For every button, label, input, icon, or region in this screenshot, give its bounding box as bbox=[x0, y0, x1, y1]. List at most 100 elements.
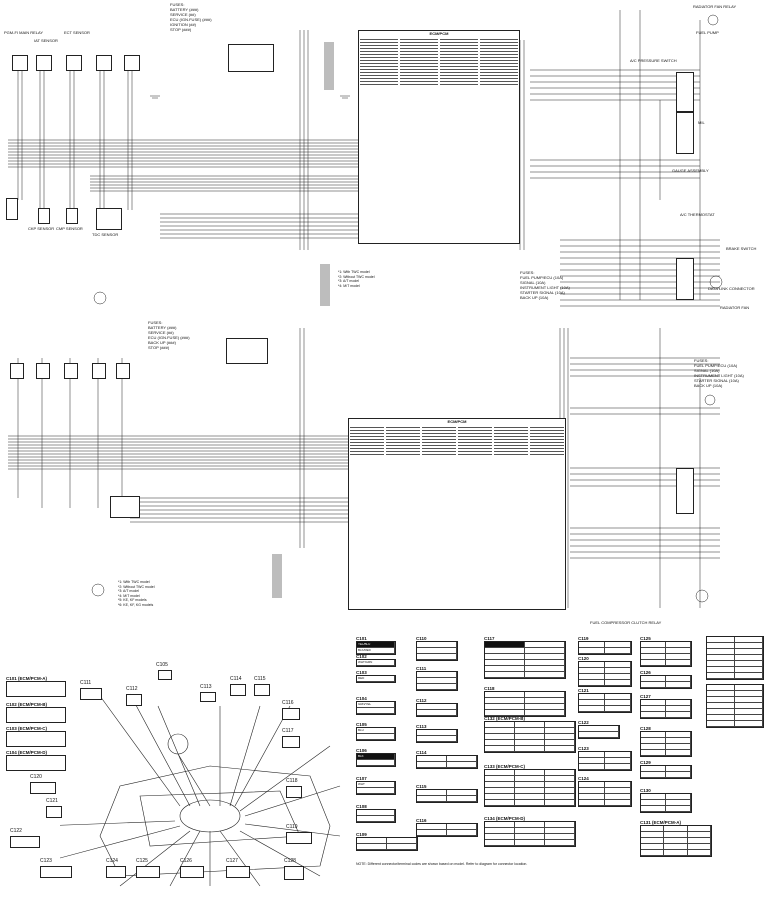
wire-code: BLK/RED bbox=[357, 648, 395, 653]
ecm-label: ECM/PCM bbox=[429, 31, 449, 36]
right-label: BRAKE SWITCH bbox=[726, 246, 757, 251]
locator-label: C105 bbox=[156, 662, 168, 668]
gray-block bbox=[324, 42, 334, 90]
fuse-item: STARTER SIGNAL (10A) bbox=[520, 290, 565, 295]
locator-connector bbox=[286, 832, 312, 844]
table-title: C101 bbox=[356, 636, 367, 641]
connector-table: C108 bbox=[356, 804, 396, 823]
sensor-label: PGM-FI MAIN RELAY bbox=[4, 30, 44, 35]
connector-table: C101 YEL/BLU BLK/RED bbox=[356, 636, 396, 655]
connector-table: C106 BLK bbox=[356, 748, 396, 767]
note: *4: M/T model bbox=[338, 283, 360, 288]
ecm-pins bbox=[349, 424, 565, 456]
fuse-item: SIGNAL (10A) bbox=[694, 368, 720, 373]
table-title: C121 bbox=[578, 688, 589, 693]
table-title: C115 bbox=[416, 784, 427, 789]
sensor-box bbox=[36, 363, 50, 379]
connector-table: C107 WHT bbox=[356, 776, 396, 795]
locator-connector bbox=[254, 684, 270, 696]
note: *1: With TWC model bbox=[118, 580, 150, 584]
locator-label: C115 bbox=[254, 676, 266, 682]
table-title: C109 bbox=[356, 832, 367, 837]
fuse-item: BACK UP (10A) bbox=[520, 295, 549, 300]
right-label: DATA LINK CONNECTOR bbox=[708, 286, 755, 291]
connector-table: C114 bbox=[416, 750, 478, 769]
table-title: C120 bbox=[578, 656, 589, 661]
table-title: C125 bbox=[640, 636, 651, 641]
connector-table: C110 bbox=[416, 636, 458, 661]
connector-table: C103 RED bbox=[356, 670, 396, 683]
sensor-box bbox=[36, 55, 52, 71]
sensor-label: ECT SENSOR bbox=[64, 30, 90, 35]
fuse-item: BATTERY (###) bbox=[148, 325, 177, 330]
top-schematic: FUSES: BATTERY (###) SERVICE (##) ECU (I… bbox=[0, 0, 768, 320]
locator-label: C112 bbox=[126, 686, 138, 692]
table-title: C128 bbox=[640, 726, 651, 731]
sensor-box bbox=[66, 55, 82, 71]
right-label: A/C THERMOSTAT bbox=[680, 212, 715, 217]
connector-title: C103 (ECM/PCM-C) bbox=[6, 726, 48, 731]
table-title: C127 bbox=[640, 694, 651, 699]
table-title: C112 bbox=[416, 698, 427, 703]
locator-label: C122 bbox=[10, 828, 22, 834]
fuses-legend-top-right: FUSES: FUEL PUMP/ECU (10A) SIGNAL (10A) … bbox=[520, 270, 570, 300]
connector-table: C104 GRN/YEL bbox=[356, 696, 396, 715]
locator-connector bbox=[136, 866, 160, 878]
connector-table: C123 bbox=[578, 746, 632, 771]
locator-connector bbox=[80, 688, 102, 700]
notes-bottom: *1: With TWC model *2: Without TWC model… bbox=[118, 580, 155, 607]
table-title: C102 bbox=[356, 654, 367, 659]
connector-table: C126 bbox=[640, 670, 692, 689]
connector-title: C102 (ECM/PCM-B) bbox=[6, 702, 48, 707]
locator-label: C123 bbox=[40, 858, 52, 864]
sensor-box bbox=[110, 496, 140, 518]
fuse-item: FUEL PUMP/ECU (10A) bbox=[520, 275, 564, 280]
engine-locator bbox=[60, 693, 341, 887]
right-label: A/C PRESSURE SWITCH bbox=[630, 58, 677, 63]
locator-label: C117 bbox=[282, 728, 294, 734]
table-title: C114 bbox=[416, 750, 427, 755]
sensor-box bbox=[64, 363, 78, 379]
ecm-connector-b: C102 (ECM/PCM-B) bbox=[6, 702, 66, 723]
gray-block bbox=[320, 264, 330, 306]
note: *5: KE, KF models bbox=[118, 598, 147, 602]
connector-table: C102 WHT/GRN bbox=[356, 654, 396, 667]
locator-connector bbox=[46, 806, 62, 818]
fuse-item: STOP (###) bbox=[148, 345, 170, 350]
connector-table: C122 bbox=[578, 720, 620, 739]
note: *4: M/T model bbox=[118, 593, 140, 598]
table-title: C124 bbox=[578, 776, 589, 781]
locator-label: C118 bbox=[286, 778, 298, 784]
sensor-box bbox=[66, 208, 78, 224]
note: *3: A/T model bbox=[118, 589, 139, 593]
table-title: C117 bbox=[484, 636, 495, 641]
table-title: C107 bbox=[356, 776, 367, 781]
table-title: C108 bbox=[356, 804, 367, 809]
connector-table: C117 bbox=[484, 636, 566, 679]
fuse-item: SERVICE (##) bbox=[148, 330, 174, 335]
fuse-item: BACK UP (10A) bbox=[694, 383, 723, 388]
harness-bundle-1 bbox=[8, 139, 360, 168]
connector-table: C130 bbox=[640, 788, 692, 813]
sensor-label: TDC SENSOR bbox=[92, 232, 119, 237]
main-relay-box bbox=[228, 44, 274, 72]
sensor-box bbox=[116, 363, 130, 379]
fuse-item: BATTERY (###) bbox=[170, 7, 199, 12]
fuses-legend-bottom-right: FUSES: FUEL PUMP/ECU (10A) SIGNAL (10A) … bbox=[694, 358, 744, 388]
wire-code: GRN/YEL bbox=[357, 702, 395, 707]
locator-label: C128 bbox=[284, 858, 296, 864]
wire-code: BLU bbox=[357, 728, 395, 733]
note: *3: A/T model bbox=[338, 279, 359, 283]
fuses-heading: FUSES: bbox=[520, 270, 535, 275]
locator-label: C119 bbox=[286, 824, 298, 830]
table-title: C104 bbox=[356, 696, 367, 701]
right-label: RADIATOR FAN RELAY bbox=[693, 4, 737, 9]
ecm-pins bbox=[359, 36, 519, 86]
locator-connector bbox=[180, 866, 204, 878]
connector-table bbox=[706, 684, 764, 728]
gray-block bbox=[272, 554, 282, 598]
ecm-block-bottom: ECM/PCM bbox=[348, 418, 566, 610]
footnote: NOTE: Different connector/terminal codes… bbox=[356, 862, 528, 866]
right-label: RADIATOR FAN bbox=[720, 305, 750, 310]
connector-table: C116 bbox=[416, 818, 478, 837]
